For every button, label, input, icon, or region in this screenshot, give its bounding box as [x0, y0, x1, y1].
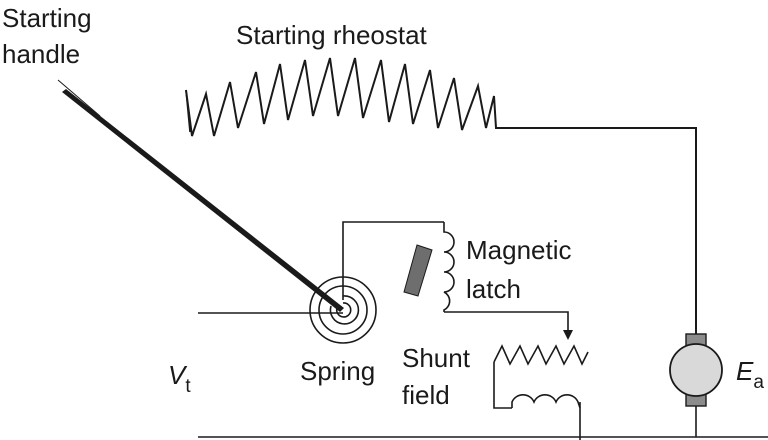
label-magnetic-latch-line2: latch	[466, 274, 521, 304]
shunt-field-winding	[511, 394, 581, 409]
shunt-field-left-wire	[493, 362, 512, 409]
label-vt-sub: t	[185, 376, 191, 397]
starting-rheostat-resistor	[185, 57, 697, 335]
handle-highlight	[57, 79, 101, 117]
label-magnetic-latch-line1: Magnetic	[466, 235, 572, 265]
magnetic-latch-armature	[403, 244, 433, 297]
label-starting-handle-line1: Starting	[2, 3, 92, 33]
label-ea-main: E	[736, 356, 754, 386]
label-spring: Spring	[300, 356, 375, 386]
label-ea: Ea	[736, 356, 764, 393]
label-shunt-field-line2: field	[402, 380, 450, 410]
armature-machine	[669, 333, 723, 407]
field-rheostat-arrow	[563, 330, 573, 340]
label-starting-handle-line2: handle	[2, 39, 80, 69]
label-starting-rheostat: Starting rheostat	[236, 20, 428, 50]
latch-feed-wire	[342, 221, 444, 300]
label-ea-sub: a	[753, 372, 764, 393]
label-shunt-field-line1: Shunt	[402, 343, 471, 373]
magnetic-latch-coil	[443, 222, 455, 312]
label-vt-main: V	[168, 360, 188, 390]
rheostat-left-lead	[185, 89, 191, 133]
starting-handle	[62, 89, 344, 312]
label-vt: Vt	[168, 360, 191, 397]
shunt-field-feed-wire	[444, 311, 569, 334]
shunt-field-rheostat	[493, 344, 589, 366]
